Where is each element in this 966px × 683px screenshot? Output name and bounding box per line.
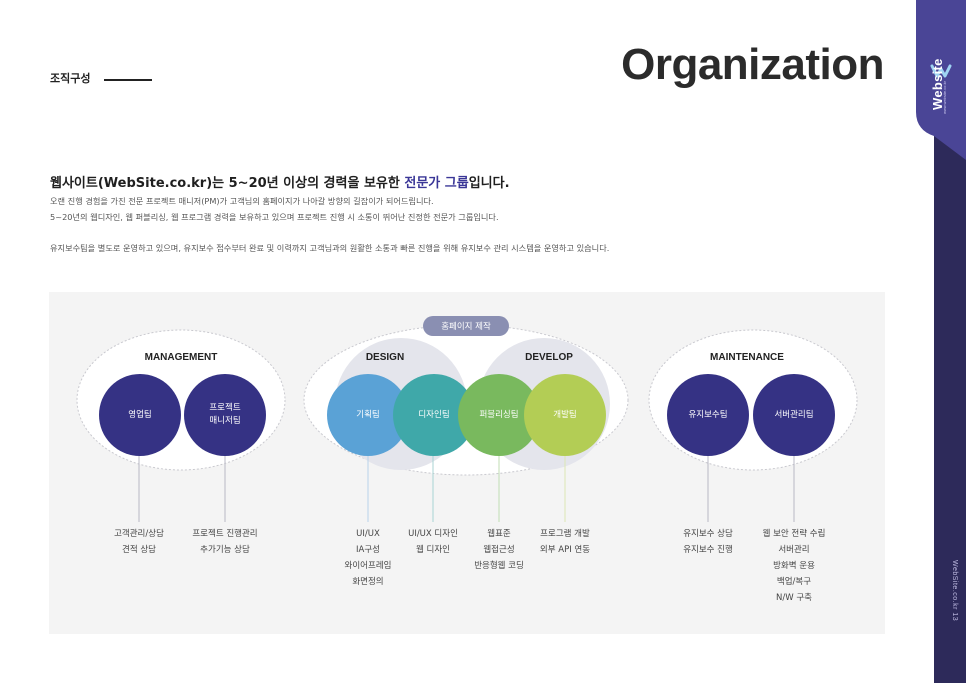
page-title: Organization [621,40,884,89]
duty-sales: 고객관리/상담 견적 상담 [114,529,164,555]
duty-planning: UI/UX IA구성 와이어프레임 화면정의 [344,529,392,587]
team-sales: 영업팀 [99,374,181,456]
org-diagram-graphics [76,324,858,522]
brand-url: www.website.co.kr [942,81,947,114]
headline-end: 입니다. [468,176,510,191]
intro-line-2: 5~20년의 웹디자인, 웹 퍼블리싱, 웹 프로그램 경력을 보유하고 있으며… [50,212,499,222]
duty-publishing: 웹표준 웹접근성 반응형웹 코딩 [474,529,524,571]
web-production-badge: 홈페이지 제작 [423,316,509,336]
intro-line-3: 유지보수팀을 별도로 운영하고 있으며, 유지보수 접수부터 완료 및 이력까지… [50,243,610,253]
team-pm: 프로젝트 매니저팀 [184,374,266,456]
intro-line-1: 오랜 진행 경험을 가진 전문 프로젝트 매니저(PM)가 고객님의 홈페이지가… [50,196,434,206]
team-maintenance: 유지보수팀 [667,374,749,456]
page-footer: WebSite.co.kr 13 [951,560,958,622]
headline-text: 웹사이트(WebSite.co.kr)는 5~20년 이상의 경력을 보유한 [50,176,405,191]
group-label-management: MANAGEMENT [144,352,218,363]
duty-server: 웹 보안 전략 수립 서버관리 방화벽 운용 백업/복구 N/W 구축 [762,529,826,603]
headline-highlight: 전문가 그룹 [404,176,469,191]
brand-logo-icon [930,64,952,78]
duty-maintenance: 유지보수 상담 유지보수 진행 [683,529,733,555]
group-label-maintenance: MAINTENANCE [710,352,784,363]
intro-headline: 웹사이트(WebSite.co.kr)는 5~20년 이상의 경력을 보유한 전… [50,172,510,191]
team-server: 서버관리팀 [753,374,835,456]
duty-design: UI/UX 디자인 웹 디자인 [408,529,458,555]
duty-pm: 프로젝트 진행관리 추가기능 상담 [192,529,258,555]
duty-dev: 프로그램 개발 외부 API 연동 [539,529,591,555]
brand-ribbon [916,0,966,160]
team-planning: 기획팀 [327,374,409,456]
group-label-design: DESIGN [365,352,405,363]
section-underline [104,79,152,81]
group-label-develop: DEVELOP [525,352,573,363]
section-label: 조직구성 [50,72,91,85]
team-dev: 개발팀 [524,374,606,456]
org-diagram: 홈페이지 제작 MANAGEMENT DESIGN DEVELOP MAINTE… [49,292,885,634]
